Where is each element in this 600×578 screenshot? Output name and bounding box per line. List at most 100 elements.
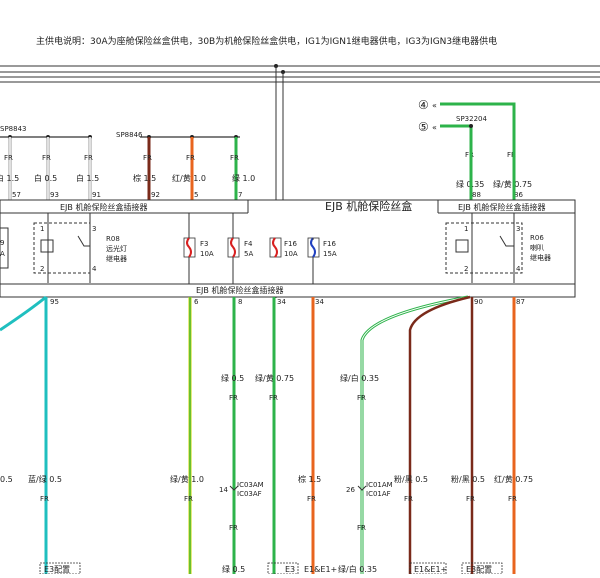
wire-pink-black: [408, 295, 471, 574]
config-label: E1&E1+: [414, 565, 447, 574]
connector-female: IC01AF: [366, 490, 391, 498]
fr-mark: FR: [507, 151, 516, 159]
relay-desc: 继电器: [530, 253, 551, 262]
fuse-name: F4: [244, 240, 253, 248]
pin-number: 7: [238, 191, 242, 199]
relay-partial-label: 9: [0, 239, 4, 247]
fr-mark: FR: [229, 524, 238, 532]
fr-mark: FR: [307, 495, 316, 503]
fuse-rating: 15A: [323, 250, 337, 258]
wire-green-yellow: [440, 102, 516, 200]
relay-partial-label: A: [0, 250, 5, 258]
relay-desc: 远光灯: [106, 244, 127, 253]
relay-coil-icon: [455, 239, 469, 253]
fuse-name: F16: [323, 240, 336, 248]
connector-top-right-label: EJB 机舱保险丝盒插接器: [458, 202, 545, 212]
pin-number: 90: [474, 298, 483, 306]
connector-pin: 26: [346, 486, 355, 494]
relay-pin: 4: [92, 265, 97, 273]
splice-sp8843-label: SP8843: [0, 125, 26, 133]
wire-label: 白 1.5: [0, 173, 19, 183]
fr-mark: FR: [4, 154, 13, 162]
fuse-icon: [230, 237, 236, 258]
arrow-4-marker: ④: [418, 98, 429, 112]
fuse-rating: 5A: [244, 250, 253, 258]
fuse-name: F3: [200, 240, 208, 248]
pin-number: 95: [50, 298, 59, 306]
splice-sp8846-label: SP8846: [116, 131, 143, 139]
pin-number: 86: [514, 191, 523, 199]
connector-bottom-label: EJB 机舱保险丝盒插接器: [196, 285, 283, 295]
splice-node: [469, 124, 473, 128]
pin-number: 93: [50, 191, 59, 199]
relay-name: R08: [106, 235, 120, 243]
wire-label: 绿 1.0: [232, 174, 255, 183]
wire-label: 绿/白 0.35: [338, 564, 377, 574]
fr-mark: FR: [184, 495, 193, 503]
relay-desc: 继电器: [106, 254, 127, 263]
fr-marks-mid: FR FR FR: [229, 394, 366, 402]
fuse-icon: [186, 237, 192, 258]
connector-chevron-icon: [357, 485, 367, 491]
relay-switch-icon: [77, 235, 90, 247]
pin-number: 88: [472, 191, 481, 199]
power-note: 主供电说明：30A为座舱保险丝盒供电，30B为机舱保险丝盒供电，IG1为IGN1…: [36, 35, 497, 47]
fuse-rating: 10A: [200, 250, 214, 258]
arrow-icon: «: [432, 123, 437, 132]
wire-label: 蓝/绿 0.5: [28, 474, 62, 484]
fr-mark: FR: [42, 154, 51, 162]
config-label: E3配置: [466, 565, 492, 574]
pin-number: 87: [516, 298, 525, 306]
relay-r06: 1 3 2 4 R06 喇叭 继电器: [445, 213, 551, 283]
connector-male: IC01AM: [366, 481, 393, 489]
inline-connector-ic01: 26 IC01AM IC01AF: [346, 481, 393, 498]
relay-pin: 3: [516, 225, 520, 233]
fr-mark: FR: [229, 394, 238, 402]
mid-wire-labels: 绿 0.5 绿/黄 0.75 绿/白 0.35: [221, 373, 379, 383]
inline-connector-ic03: 14 IC03AM IC03AF: [219, 481, 264, 498]
wire-green-white: [360, 295, 469, 574]
bottom-pin-numbers: 95 6 8 34 34 90 87: [50, 298, 525, 306]
pin-number: 34: [277, 298, 286, 306]
fr-mark: FR: [508, 495, 517, 503]
fuse-rating: 10A: [284, 250, 298, 258]
connector-female: IC03AF: [237, 490, 262, 498]
relay-desc: 喇叭: [530, 243, 544, 252]
config-label: E1&E1+: [304, 565, 337, 574]
fuse-icon: [272, 237, 278, 258]
relay-coil-icon: [40, 239, 54, 253]
pin-number: 8: [238, 298, 242, 306]
wire-label: 棕 1.5: [298, 474, 321, 484]
fr-mark: FR: [466, 495, 475, 503]
arrow-icon: «: [432, 101, 437, 110]
wire-label: 白 1.5: [76, 173, 99, 183]
wire-green-white-stripe: [361, 296, 469, 574]
pin-number: 57: [12, 191, 21, 199]
wire-label: 红/黄 0.75: [494, 474, 533, 484]
fr-marks-lower: FR FR FR FR FR FR FR FR: [40, 495, 517, 532]
lower-wire-labels: 0.5 蓝/绿 0.5 绿/黄 1.0 棕 1.5 粉/黑 0.5 粉/黑 0.…: [0, 474, 533, 484]
relay-name: R06: [530, 234, 544, 242]
fr-mark: FR: [269, 394, 278, 402]
wire-label: 绿 0.5: [221, 374, 244, 383]
fuse-box-title: EJB 机舱保险丝盒: [325, 199, 412, 213]
fr-mark: FR: [230, 154, 239, 162]
relay-frame: [445, 222, 523, 274]
pin-number: 34: [315, 298, 324, 306]
relay-pin: 2: [40, 265, 44, 273]
fr-mark: FR: [357, 524, 366, 532]
fr-marks-top: FR FR FR FR FR FR FR FR: [4, 151, 516, 162]
connector-top-left-label: EJB 机舱保险丝盒插接器: [60, 202, 147, 212]
wire-cyan: [0, 295, 47, 332]
relay-pin: 1: [464, 225, 468, 233]
relay-partial: [0, 227, 9, 269]
relay-pin: 1: [40, 225, 44, 233]
fuse-icon: [310, 237, 316, 258]
relay-pin: 4: [516, 265, 521, 273]
wire-label: 0.5: [0, 475, 13, 484]
wire-label: 粉/黑 0.5: [451, 474, 485, 484]
bottom-labels: E3配置 绿 0.5 E3 E1&E1+ 绿/白 0.35 E1&E1+ E3配…: [39, 562, 503, 575]
fuse-box-outline: [0, 199, 576, 298]
